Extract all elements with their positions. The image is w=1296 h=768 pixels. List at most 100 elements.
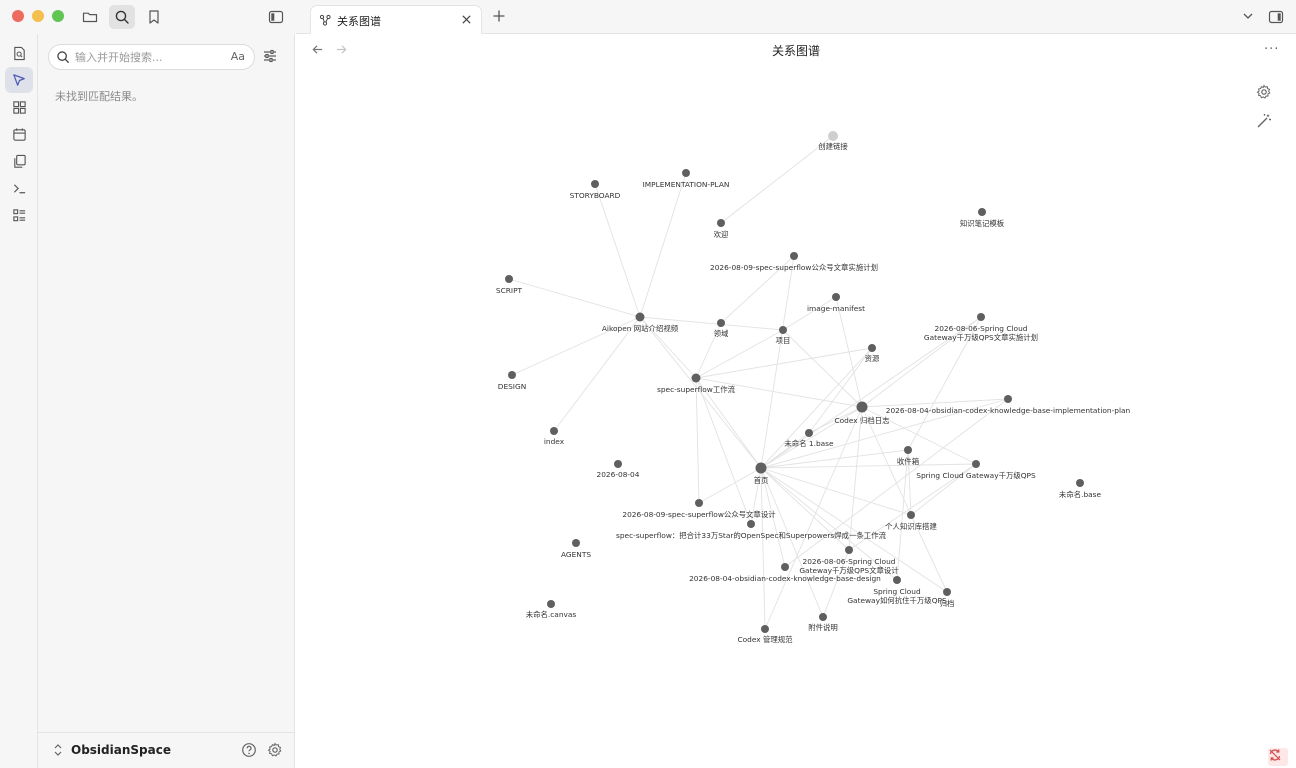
close-window-button[interactable] [12,10,24,22]
graph-node-dot[interactable] [907,511,915,519]
search-tab-button[interactable] [109,5,135,29]
graph-node[interactable]: 归档 [940,588,955,608]
graph-node[interactable]: 资源 [865,344,880,363]
ribbon-canvas[interactable] [5,94,33,120]
graph-node[interactable]: Aikopen 网站介绍视频 [602,312,679,334]
graph-node-dot[interactable] [904,446,912,454]
graph-node-dot[interactable] [761,625,769,633]
graph-node-dot[interactable] [747,520,755,528]
sync-status-button[interactable] [1268,748,1288,766]
graph-node[interactable]: 2026-08-04 [597,460,640,479]
graph-node[interactable]: 首页 [754,462,769,486]
ribbon-quick-switcher[interactable] [5,40,33,66]
graph-node-dot[interactable] [781,563,789,571]
gear-icon[interactable] [267,742,283,758]
chevron-up-down-icon[interactable] [52,742,64,758]
graph-node-dot[interactable] [505,275,513,283]
sidebar-toggle-button[interactable] [263,5,289,29]
graph-node[interactable]: image-manifest [807,293,865,313]
ribbon-graph-view[interactable] [5,67,33,93]
graph-node-dot[interactable] [1076,479,1084,487]
graph-node[interactable]: 知识笔记模板 [960,208,1005,228]
tab-graph-view[interactable]: 关系图谱 [310,5,482,35]
bookmarks-button[interactable] [141,5,167,29]
minimize-window-button[interactable] [32,10,44,22]
match-case-toggle[interactable]: Aa [230,50,245,63]
graph-node[interactable]: Spring Cloud Gateway千万级QPS [916,460,1036,480]
graph-node-dot[interactable] [845,546,853,554]
more-options-button[interactable]: ··· [1264,42,1280,57]
search-input[interactable] [75,48,225,66]
graph-node-dot[interactable] [832,293,840,301]
graph-node[interactable]: 2026-08-09-spec-superflow公众号文章实施计划 [710,252,878,272]
graph-settings-button[interactable] [1256,84,1278,106]
graph-node[interactable]: spec-superflow：把合计33万Star的OpenSpec和Super… [616,520,887,540]
graph-node-dot[interactable] [508,371,516,379]
graph-node-dot[interactable] [819,613,827,621]
graph-node[interactable]: 个人知识库搭建 [885,511,937,531]
graph-node[interactable]: 未命名.canvas [526,600,577,619]
graph-node-dot[interactable] [856,401,868,413]
graph-node[interactable]: AGENTS [561,539,591,559]
right-sidebar-toggle-icon[interactable] [1268,9,1284,25]
graph-node[interactable]: STORYBOARD [570,180,621,200]
vault-name[interactable]: ObsidianSpace [71,743,171,757]
help-icon[interactable] [241,742,257,758]
graph-node-dot[interactable] [717,219,725,227]
graph-node[interactable]: 欢迎 [714,219,729,239]
graph-node-dot[interactable] [978,208,986,216]
graph-node-dot[interactable] [550,427,558,435]
new-tab-icon[interactable] [492,9,506,23]
arrow-right-icon[interactable] [335,43,348,56]
graph-node-dot[interactable] [682,169,690,177]
graph-node[interactable]: Codex 归档日志 [834,401,890,426]
chevron-down-icon[interactable] [1242,11,1254,21]
graph-node-dot[interactable] [972,460,980,468]
file-explorer-button[interactable] [77,5,103,29]
search-settings-button[interactable] [262,48,282,66]
arrow-left-icon[interactable] [311,43,324,56]
graph-node[interactable]: index [544,427,565,446]
graph-node-dot[interactable] [868,344,876,352]
graph-node-dot[interactable] [695,499,703,507]
graph-node[interactable]: 未命名 1.base [784,429,834,448]
graph-node-dot[interactable] [635,312,645,322]
graph-node-dot[interactable] [572,539,580,547]
graph-node-dot[interactable] [943,588,951,596]
graph-view[interactable]: 创建链接 STORYBOARD IMPLEMENTATION-PLAN 欢迎 知识笔记模… [296,66,1296,768]
graph-animate-button[interactable] [1256,113,1278,135]
graph-node[interactable]: 领域 [714,319,729,338]
graph-node[interactable]: spec-superflow工作流 [657,373,736,395]
ribbon-bases[interactable] [5,202,33,228]
zoom-window-button[interactable] [52,10,64,22]
graph-canvas[interactable]: 创建链接 STORYBOARD IMPLEMENTATION-PLAN 欢迎 知识笔记模… [296,66,1296,768]
graph-node-dot[interactable] [893,576,901,584]
graph-node-dot[interactable] [828,131,838,141]
graph-node[interactable]: IMPLEMENTATION-PLAN [643,169,730,189]
graph-node-dot[interactable] [591,180,599,188]
graph-node-dot[interactable] [805,429,813,437]
graph-node[interactable]: 2026-08-04-obsidian-codex-knowledge-base… [689,563,881,583]
graph-node-dot[interactable] [717,319,725,327]
graph-node-dot[interactable] [779,326,787,334]
graph-node-dot[interactable] [790,252,798,260]
graph-node[interactable]: 创建链接 [818,131,848,151]
ribbon-terminal[interactable] [5,175,33,201]
graph-node[interactable]: 2026-08-04-obsidian-codex-knowledge-base… [886,395,1131,415]
ribbon-templates[interactable] [5,148,33,174]
graph-node[interactable]: DESIGN [498,371,527,391]
graph-node[interactable]: Codex 管理规范 [737,625,793,644]
graph-node[interactable]: 项目 [776,326,791,345]
graph-node-dot[interactable] [977,313,985,321]
graph-node[interactable]: 2026-08-09-spec-superflow公众号文章设计 [622,499,776,519]
graph-node-dot[interactable] [1004,395,1012,403]
graph-node[interactable]: 附件说明 [808,613,838,632]
graph-node-dot[interactable] [547,600,555,608]
graph-node-dot[interactable] [755,462,767,474]
graph-node[interactable]: 收件箱 [897,446,919,466]
close-icon[interactable] [461,14,472,25]
graph-node[interactable]: 未命名.base [1059,479,1102,499]
